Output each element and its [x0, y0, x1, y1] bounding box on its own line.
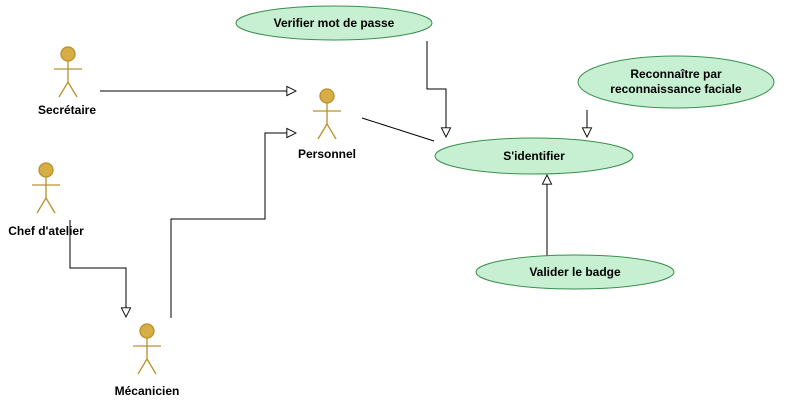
actor-personnel[interactable]: Personnel — [298, 88, 356, 161]
actor-secretaire[interactable]: Secrétaire — [38, 46, 96, 117]
stick-figure-icon — [313, 88, 341, 140]
stick-figure-icon — [133, 323, 161, 375]
actor-chef-atelier[interactable]: Chef d'atelier — [8, 162, 84, 238]
generalization-mecanicien-personnel — [170, 133, 296, 318]
use-case-ellipse — [235, 5, 433, 41]
generalization-verifier-sidentifier — [426, 41, 446, 137]
use-case-ellipse — [577, 55, 775, 109]
actor-label: Personnel — [298, 147, 356, 161]
actor-label: Mécanicien — [115, 384, 180, 398]
stick-figure-icon — [32, 162, 60, 214]
actor-label: Chef d'atelier — [8, 224, 84, 238]
use-case-ellipse — [475, 254, 675, 290]
use-case-verifier-mot-de-passe[interactable]: Verifier mot de passe — [235, 5, 433, 41]
use-case-label-line-1: Reconnaître par — [630, 67, 722, 81]
use-case-label: Valider le badge — [529, 265, 621, 279]
use-case-label: Verifier mot de passe — [274, 16, 395, 30]
use-case-label: S'identifier — [503, 149, 565, 163]
actor-label: Secrétaire — [38, 103, 96, 117]
use-case-sidentifier[interactable]: S'identifier — [434, 137, 634, 175]
use-case-label-line-2: reconnaissance faciale — [610, 82, 742, 96]
stick-figure-icon — [54, 46, 82, 98]
actor-mecanicien[interactable]: Mécanicien — [115, 323, 180, 398]
use-case-ellipse — [434, 137, 634, 175]
association-personnel-sidentifier — [361, 117, 435, 142]
connections — [69, 41, 587, 318]
use-case-valider-badge[interactable]: Valider le badge — [475, 254, 675, 290]
generalization-chef-mecanicien — [69, 220, 126, 317]
use-case-reconnaitre-faciale[interactable]: Reconnaître par reconnaissance faciale — [577, 55, 775, 109]
